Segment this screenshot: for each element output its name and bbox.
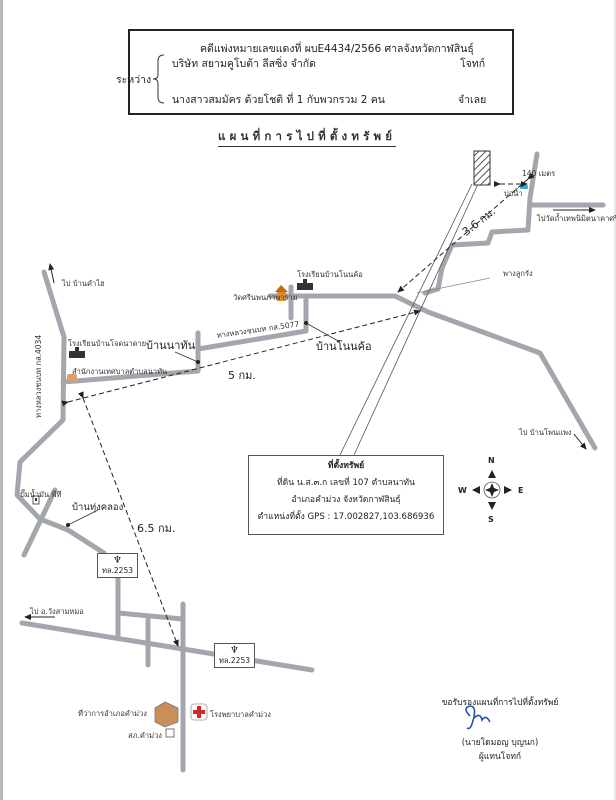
label-luk-rang: พางลูกรัง (503, 269, 533, 278)
distance-line-3-6km (397, 172, 535, 293)
garuda-emblem-icon: ♆ (113, 555, 122, 566)
signature-space (395, 710, 605, 736)
highway-sign-label: ทล.2253 (101, 566, 133, 575)
compass-e: E (518, 486, 524, 495)
school-icon-non-kho (297, 279, 313, 290)
label-road-4034: ทางหลวงชนบท กส.4034 (34, 334, 43, 418)
between-label: ระหว่าง (116, 74, 152, 86)
brace-icon (152, 54, 165, 104)
arrow-to-kham-lai (48, 263, 55, 284)
label-140m: 140 เมตร (522, 169, 556, 178)
label-ban-thung-khlong: บ้านทุ่งคลอง (72, 502, 124, 513)
page-left-edge (0, 0, 3, 800)
case-number-line: คดีแพ่งหมายเลขแดงที่ ผบE4434/2566 ศาลจัง… (200, 43, 474, 55)
signature-mark (465, 705, 491, 730)
highway-sign-2253-north: ♆ ทล.2253 (97, 553, 138, 578)
highway-sign-label: ทล.2253 (218, 656, 250, 665)
label-school-chai-naban: โรงเรียนบ้านโจดนาดาย (68, 339, 147, 348)
label-to-kham-lai: ไป บ้านคำไฮ (62, 279, 105, 288)
gas-station-icon (32, 495, 40, 505)
distance-line-6-5km (78, 391, 179, 647)
police-icon (165, 728, 175, 738)
label-distance-6-5km: 6.5 กม. (137, 522, 176, 535)
signer-name: (นายโดมอญ บุญนก) (461, 738, 539, 748)
plaintiff-role: โจทก์ (460, 58, 486, 70)
label-to-wat-east: ไปวัดถ้ำเทพนิมิตนาคาศรี (537, 214, 616, 223)
page-right-edge (614, 0, 616, 800)
village-dot-non-kho (304, 321, 308, 325)
label-gas-station: ปั๊มน้ำมัน พีที (20, 490, 62, 499)
label-water-source: บ่อน้ำ (504, 189, 523, 198)
defendant-name: นางสาวสมมัคร ด้วยโชติ ที่ 1 กับพวกรวม 2 … (172, 94, 385, 106)
label-school-non-kho: โรงเรียนบ้านโนนค้อ (297, 270, 363, 279)
label-ban-na-than: บ้านนาทัน (146, 339, 196, 352)
road-cross-link (115, 610, 186, 622)
label-to-wang-sam-mo: ไป อ.วังสามหมอ (30, 607, 84, 616)
village-dot-na-than (196, 360, 200, 364)
label-wat: วัดศรีนพนภาพาราม (233, 293, 298, 302)
tambon-office-icon (67, 374, 77, 382)
property-parcel-icon (473, 150, 491, 186)
callout-line-2: อำเภอคำม่วง จังหวัดกาฬสินธุ์ (291, 495, 401, 505)
school-icon-chai-naban (69, 347, 85, 358)
certify-text: ขอรับรองแผนที่การไปที่ตั้งทรัพย์ (441, 698, 559, 708)
label-to-phon-phaeng: ไป บ้านโพนแพง (519, 428, 572, 437)
temple-icon (275, 285, 288, 301)
label-district-office: ที่ว่าการอำเภอคำม่วง (78, 709, 147, 718)
road-thung-khlong-cross (21, 487, 58, 558)
compass-rose-icon (472, 470, 512, 510)
plaintiff-name: บริษัท สยามคูโบต้า ลีสซิ่ง จำกัด (172, 58, 316, 70)
garuda-emblem-icon: ♆ (230, 645, 239, 656)
compass-n: N (488, 456, 495, 465)
label-distance-5km: 5 กม. (228, 369, 256, 382)
hospital-cross-icon (190, 703, 208, 721)
compass-w: W (458, 486, 467, 495)
callout-title: ที่ตั้งทรัพย์ (327, 461, 365, 471)
map-title: แผนที่การไปที่ตั้งทรัพย์ (218, 128, 397, 147)
callout-line-3: ตำแหน่งที่ตั้ง GPS : 17.002827,103.68693… (257, 512, 435, 522)
label-hospital: โรงพยาบาลคำม่วง (210, 710, 271, 719)
label-tambon-office: สำนักงานเทศบาลตำบลนาทัน (72, 367, 168, 376)
defendant-role: จำเลย (458, 94, 487, 106)
district-office-icon (154, 701, 179, 728)
callout-line-1: ที่ดิน น.ส.๓.ก เลขที่ 107 ตำบลนาทัน (277, 478, 415, 488)
signature-block: ขอรับรองแผนที่การไปที่ตั้งทรัพย์ (นายโดม… (395, 696, 605, 764)
case-header-box: คดีแพ่งหมายเลขแดงที่ ผบE4434/2566 ศาลจัง… (116, 29, 514, 115)
village-dot-thung-khlong (66, 523, 70, 527)
arrow-to-phon-phaeng (573, 433, 587, 450)
road-luk-rang (416, 277, 491, 294)
property-location-callout: ที่ตั้งทรัพย์ ที่ดิน น.ส.๓.ก เลขที่ 107 … (248, 455, 444, 535)
road-main-2253 (19, 620, 315, 673)
label-ban-non-kho: บ้านโนนค้อ (316, 340, 372, 353)
compass-s: S (488, 515, 494, 524)
label-police: สภ.คำม่วง (128, 731, 162, 740)
distance-line-5km (61, 309, 421, 407)
road-main-east (267, 293, 598, 451)
highway-sign-2253-east: ♆ ทล.2253 (214, 643, 255, 668)
signer-role: ผู้แทนโจทก์ (478, 752, 522, 762)
